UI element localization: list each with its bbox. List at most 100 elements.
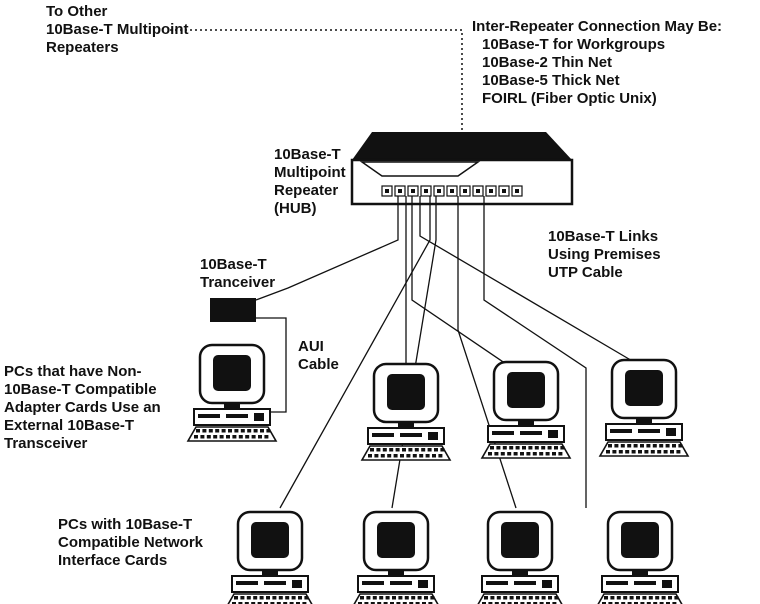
drive-slot bbox=[362, 581, 384, 585]
label-line: (HUB) bbox=[274, 200, 317, 217]
keyboard-key bbox=[245, 435, 250, 439]
hub-port-led bbox=[450, 189, 454, 193]
keyboard-key bbox=[259, 596, 264, 600]
keyboard-key bbox=[507, 452, 512, 456]
keyboard-key bbox=[659, 444, 664, 448]
monitor-screen bbox=[621, 522, 659, 558]
keyboard-key bbox=[393, 454, 398, 458]
monitor-screen bbox=[251, 522, 289, 558]
hub-port-led bbox=[398, 189, 402, 193]
keyboard-key bbox=[234, 596, 238, 600]
keyboard-key bbox=[278, 596, 283, 600]
keyboard-key bbox=[412, 454, 417, 458]
keyboard-key bbox=[430, 596, 435, 600]
keyboard-key bbox=[490, 596, 495, 600]
keyboard-key bbox=[422, 602, 426, 604]
keyboard-key bbox=[500, 452, 505, 456]
keyboard-key bbox=[661, 596, 666, 600]
keyboard-key bbox=[634, 602, 638, 604]
monitor-screen bbox=[625, 370, 663, 406]
label-line: Compatible Network bbox=[58, 534, 204, 551]
monitor-stand bbox=[636, 418, 652, 424]
keyboard-key bbox=[400, 454, 404, 458]
label-line: Repeater bbox=[274, 182, 339, 199]
keyboard-key bbox=[377, 602, 382, 604]
keyboard-key bbox=[395, 448, 400, 452]
keyboard-key bbox=[253, 429, 258, 433]
keyboard-key bbox=[213, 435, 218, 439]
keyboard-key bbox=[608, 602, 613, 604]
keyboard-key bbox=[264, 435, 269, 439]
keyboard-key bbox=[655, 596, 660, 600]
keyboard-key bbox=[234, 429, 239, 433]
keyboard-key bbox=[631, 450, 636, 454]
pc-top-row-2 bbox=[480, 360, 572, 459]
keyboard-key bbox=[533, 602, 538, 604]
label-line: 10Base-T Compatible bbox=[4, 381, 157, 398]
cable-to-pc-c bbox=[411, 196, 513, 369]
label-line: Tranceiver bbox=[200, 274, 276, 291]
keyboard-key bbox=[560, 446, 565, 450]
keyboard-key bbox=[266, 429, 271, 433]
label-line: Transceiver bbox=[4, 435, 88, 452]
keyboard-key bbox=[428, 602, 433, 604]
keyboard-key bbox=[206, 435, 211, 439]
monitor-stand bbox=[224, 403, 240, 409]
hub-port-led bbox=[489, 189, 493, 193]
keyboard-key bbox=[640, 602, 645, 604]
keyboard-key bbox=[509, 596, 514, 600]
keyboard-key bbox=[387, 454, 392, 458]
keyboard-key bbox=[488, 452, 492, 456]
keyboard-key bbox=[602, 602, 606, 604]
keyboard-key bbox=[670, 450, 674, 454]
keyboard-key bbox=[260, 429, 264, 433]
keyboard-key bbox=[402, 448, 406, 452]
keyboard-key bbox=[370, 602, 375, 604]
label-line: Interface Cards bbox=[58, 552, 168, 569]
keyboard-key bbox=[370, 448, 374, 452]
keyboard-key bbox=[283, 602, 288, 604]
keyboard-key bbox=[627, 602, 632, 604]
keyboard-key bbox=[438, 454, 443, 458]
keyboard-key bbox=[202, 429, 207, 433]
drive-slot bbox=[236, 581, 258, 585]
keyboard-key bbox=[638, 450, 642, 454]
keyboard-key bbox=[440, 448, 445, 452]
keyboard-key bbox=[238, 602, 243, 604]
label-line: To Other bbox=[46, 3, 108, 20]
drive-slot bbox=[514, 581, 536, 585]
label-line: External 10Base-T bbox=[4, 417, 135, 434]
keyboard-key bbox=[633, 444, 638, 448]
keyboard-key bbox=[364, 602, 369, 604]
label-line: Inter-Repeater Connection May Be: bbox=[472, 18, 723, 35]
keyboard-key bbox=[528, 596, 533, 600]
pc-with-external-transceiver bbox=[186, 343, 278, 442]
label-line: PCs with 10Base-T bbox=[58, 516, 193, 533]
keyboard-key bbox=[414, 448, 419, 452]
drive-slot bbox=[606, 581, 628, 585]
keyboard-key bbox=[652, 444, 657, 448]
monitor-screen bbox=[507, 372, 545, 408]
label-line: AUI bbox=[298, 338, 324, 355]
keyboard-key bbox=[513, 452, 518, 456]
keyboard-key bbox=[528, 446, 533, 450]
cable-to-pc-h bbox=[483, 196, 587, 508]
keyboard-key bbox=[200, 435, 205, 439]
power-switch bbox=[548, 430, 558, 438]
keyboard-key bbox=[644, 450, 649, 454]
keyboard-key bbox=[382, 448, 387, 452]
label-line: Multipoint bbox=[274, 164, 346, 181]
monitor-screen bbox=[501, 522, 539, 558]
keyboard-key bbox=[385, 596, 390, 600]
keyboard-key bbox=[419, 454, 424, 458]
keyboard-key bbox=[247, 429, 252, 433]
keyboard-key bbox=[246, 596, 251, 600]
keyboard-key bbox=[616, 596, 621, 600]
keyboard-key bbox=[251, 435, 256, 439]
keyboard-key bbox=[610, 596, 615, 600]
keyboard-key bbox=[304, 596, 309, 600]
label-line: 10Base-T bbox=[200, 256, 267, 273]
keyboard-key bbox=[614, 602, 619, 604]
